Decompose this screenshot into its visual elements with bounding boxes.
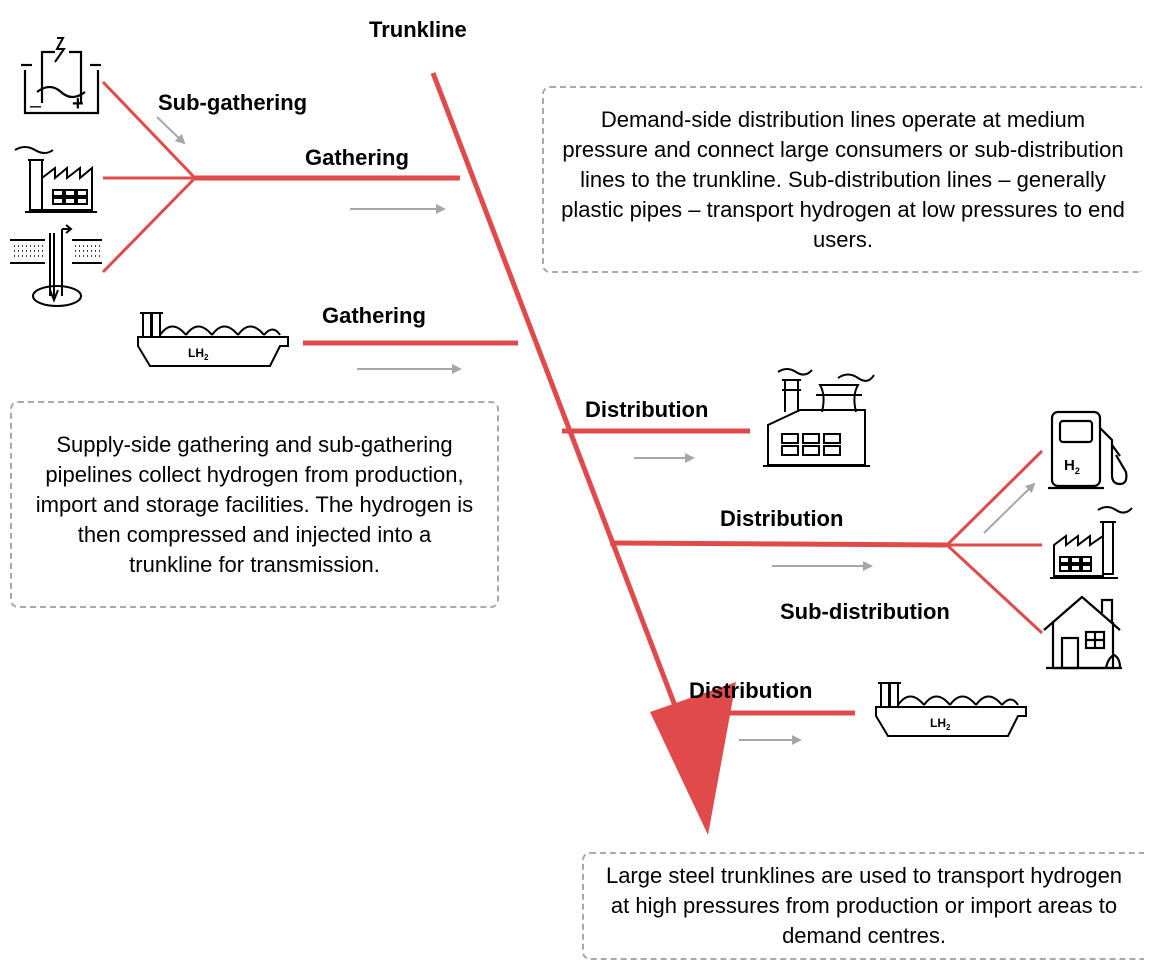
distribution-label-2: Distribution bbox=[720, 506, 844, 531]
small-factory-icon bbox=[1050, 506, 1133, 579]
gathering-label-1: Gathering bbox=[305, 145, 409, 170]
sub-distribution-pipes bbox=[945, 449, 1044, 635]
distribution-label-3: Distribution bbox=[689, 678, 813, 703]
svg-text:+: + bbox=[72, 93, 84, 115]
lh2-ship-icon: LH2 bbox=[875, 682, 1027, 737]
electrolyser-icon: – + bbox=[21, 37, 101, 117]
flow-arrows bbox=[156, 116, 1036, 745]
demand-side-note: Demand-side distribution lines operate a… bbox=[542, 86, 1142, 273]
distribution-pipe-2 bbox=[609, 540, 948, 548]
trunkline-arrowhead bbox=[650, 682, 736, 835]
supply-side-note: Supply-side gathering and sub-gathering … bbox=[10, 401, 499, 608]
gathering-label-2: Gathering bbox=[322, 303, 426, 328]
lh2-ship-icon: LH2 bbox=[137, 312, 289, 367]
factory-icon bbox=[14, 146, 97, 213]
svg-text:H2: H2 bbox=[1064, 457, 1080, 476]
trunkline-pipe bbox=[430, 72, 736, 835]
sub-gathering-pipes bbox=[101, 80, 197, 274]
svg-text:–: – bbox=[30, 95, 42, 117]
industrial-plant-icon bbox=[763, 368, 875, 467]
sub-gathering-label: Sub-gathering bbox=[158, 90, 308, 115]
svg-text:LH2: LH2 bbox=[188, 346, 209, 362]
house-icon bbox=[1043, 595, 1122, 670]
svg-text:LH2: LH2 bbox=[930, 716, 951, 732]
sub-distribution-label: Sub-distribution bbox=[780, 599, 950, 624]
underground-storage-icon bbox=[10, 224, 102, 307]
hydrogen-pump-icon: H2 bbox=[1048, 410, 1128, 490]
trunkline-label: Trunkline bbox=[369, 17, 467, 42]
distribution-label-1: Distribution bbox=[585, 397, 709, 422]
trunkline-note: Large steel trunklines are used to trans… bbox=[582, 852, 1144, 960]
